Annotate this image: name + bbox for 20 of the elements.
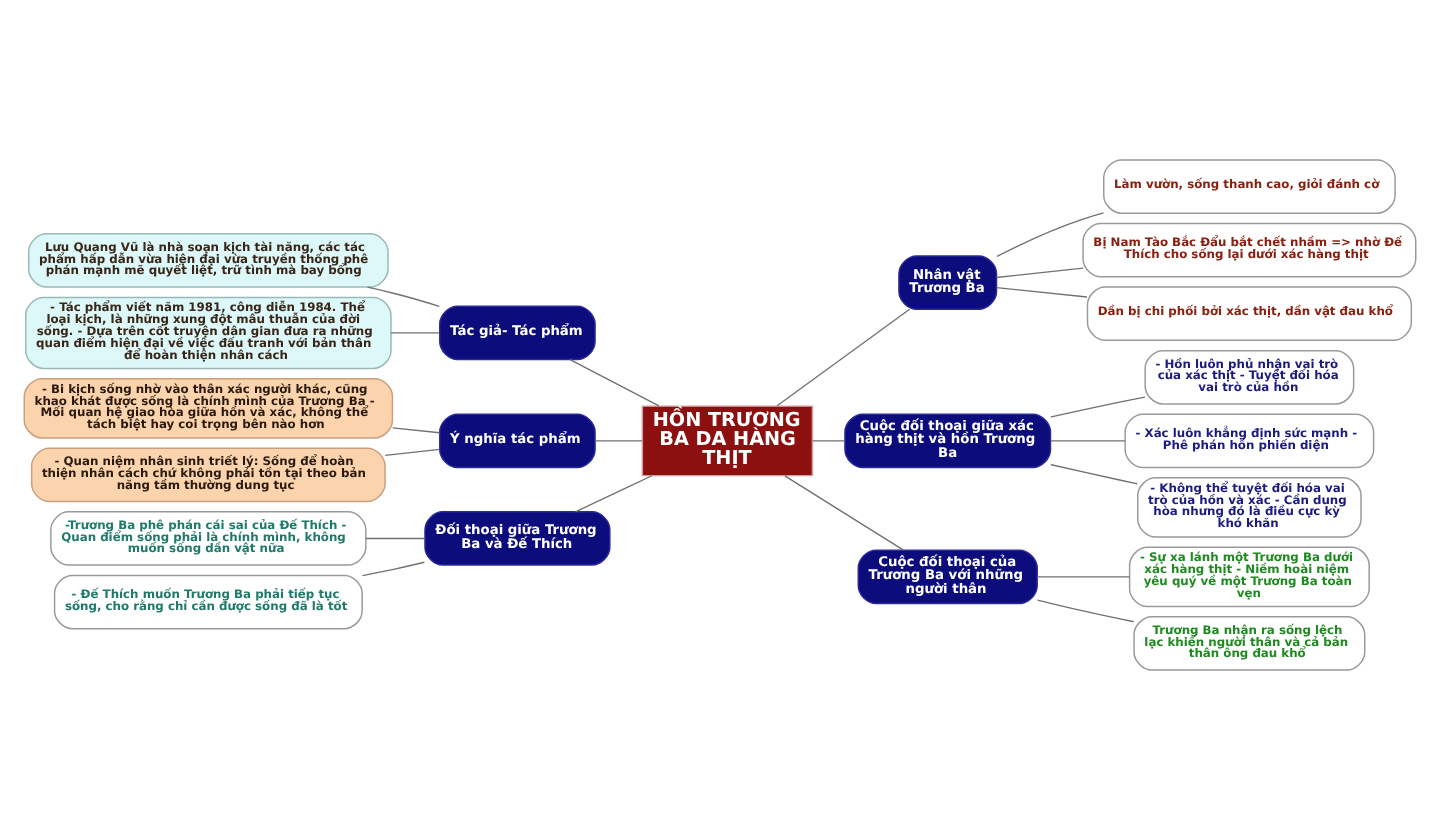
connector: [1050, 463, 1139, 485]
connector: [384, 448, 441, 457]
connector: [1050, 396, 1146, 418]
connector: [995, 286, 1088, 298]
connector: [392, 427, 441, 434]
connector: [569, 358, 660, 407]
connector: [995, 267, 1084, 279]
connector: [574, 475, 653, 513]
connector: [1050, 440, 1126, 442]
connector: [361, 561, 426, 577]
node-box: HỒN TRƯƠNG BA DA HÀNG THỊT: [641, 405, 814, 477]
connector: [390, 332, 440, 334]
connector: [776, 308, 911, 407]
connector: [996, 212, 1105, 258]
connector: [594, 440, 643, 442]
connector: [1036, 576, 1131, 578]
connector: [812, 440, 845, 442]
connector: [365, 537, 426, 540]
connector: [784, 475, 905, 551]
connector: [1036, 599, 1135, 623]
